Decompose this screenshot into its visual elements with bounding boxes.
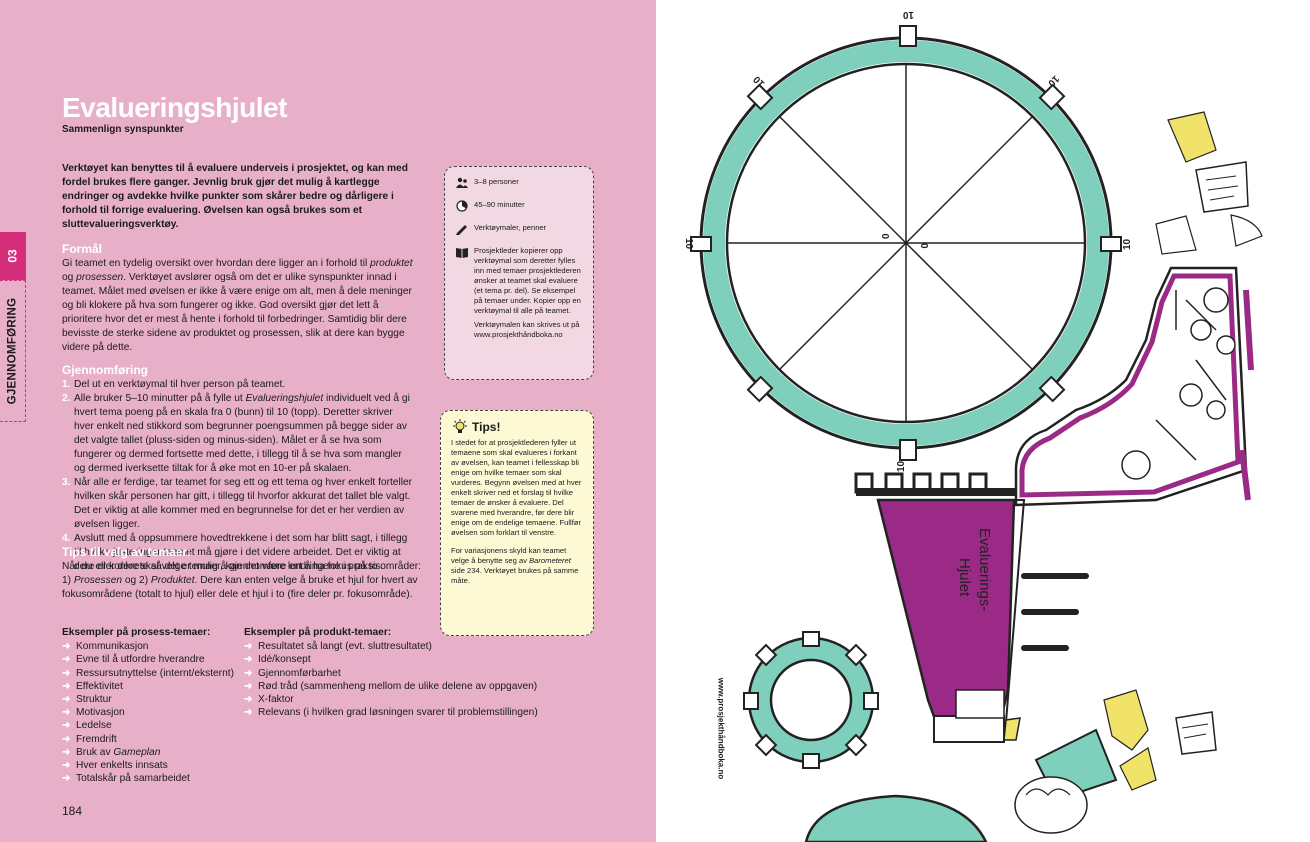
list-item: ➜Ledelse: [62, 720, 112, 732]
list-item: ➜Ressursutnyttelse (internt/eksternt): [62, 667, 234, 679]
lightbulb-icon: [453, 419, 467, 433]
list-item: ➜Hver enkelts innsats: [62, 760, 168, 772]
themes-heading: Tips til valg av temaer:: [62, 545, 192, 559]
materials-text: Verktøymaler, penner: [474, 223, 547, 232]
scale-label: 0: [918, 243, 929, 249]
clock-icon: [456, 200, 468, 212]
procedure-heading: Gjennomføring: [62, 363, 148, 377]
tips-heading-row: Tips!: [451, 419, 583, 435]
scale-label: 10: [902, 9, 914, 20]
step-item: 1.Del ut en verktøymal til hver person p…: [62, 379, 286, 390]
step-item: 2.Alle bruker 5–10 minutter på å fylle u…: [62, 393, 410, 474]
process-examples: Eksempler på prosess-temaer: ➜Kommunikas…: [62, 626, 242, 785]
purpose-heading: Formål: [62, 242, 103, 256]
prep-row: Prosjektleder kopierer opp verktøymal so…: [455, 246, 583, 316]
scale-label: 0: [881, 233, 892, 239]
process-examples-heading: Eksempler på prosess-temaer:: [62, 627, 211, 638]
main-column: Verktøyet kan benyttes til å evaluere un…: [62, 162, 414, 574]
list-item: ➜Totalskår på samarbeidet: [62, 773, 190, 785]
list-item: ➜Kommunikasjon: [62, 641, 149, 653]
list-item: ➜Fremdrift: [62, 733, 117, 745]
download-note: Verktøymalen kan skrives ut på www.prosj…: [474, 320, 580, 339]
left-page: 03 GJENNOMFØRING Evalueringshjulet Samme…: [0, 0, 656, 842]
list-item: ➜Evne til å utfordre hverandre: [62, 654, 205, 666]
tips-paragraph-2: For variasjonens skyld kan teamet velge …: [451, 546, 579, 585]
section-tab: GJENNOMFØRING: [0, 280, 26, 422]
page-number: 184: [62, 804, 83, 818]
list-item: ➜Resultatet så langt (evt. sluttresultat…: [244, 641, 432, 653]
tips-paragraph: I stedet for at prosjektlederen fyller u…: [451, 438, 582, 537]
scale-label: 10: [896, 460, 907, 472]
process-examples-list: ➜Kommunikasjon ➜Evne til å utfordre hver…: [62, 640, 242, 785]
pencil-icon: [456, 225, 467, 235]
chapter-number: 03: [5, 249, 20, 263]
list-item: ➜X-faktor: [244, 694, 294, 706]
people-row: 3–8 personer: [455, 177, 583, 189]
step-item: 3.Når alle er ferdige, tar teamet for se…: [62, 477, 413, 530]
sign-text-line1: Evaluerings-: [976, 528, 993, 611]
product-examples-heading: Eksempler på produkt-temaer:: [244, 627, 392, 638]
tips-heading: Tips!: [472, 420, 501, 434]
intro-paragraph: Verktøyet kan benyttes til å evaluere un…: [62, 163, 408, 230]
themes-paragraph: Når du eller dere skal velge temaer, kan…: [62, 561, 422, 600]
product-examples-list: ➜Resultatet så langt (evt. sluttresultat…: [244, 640, 554, 719]
purpose-paragraph: Gi teamet en tydelig oversikt over hvord…: [62, 258, 413, 353]
prep-text: Prosjektleder kopierer opp verktøymal so…: [474, 246, 581, 315]
list-item: ➜Effektivitet: [62, 680, 123, 692]
section-name: GJENNOMFØRING: [6, 297, 19, 405]
info-box: 3–8 personer 45–90 minutter Verktøymaler…: [444, 166, 594, 380]
people-icon: [456, 177, 468, 188]
list-item: ➜Bruk av Gameplan: [62, 746, 161, 758]
scale-label: 10: [1122, 238, 1133, 250]
right-page: www.prosjekthåndboka.no: [656, 0, 1310, 842]
time-text: 45–90 minutter: [474, 200, 525, 209]
materials-row: Verktøymaler, penner: [455, 223, 583, 235]
product-examples: Eksempler på produkt-temaer: ➜Resultatet…: [244, 626, 554, 719]
scale-label: 10: [683, 238, 694, 250]
scale-label: 10: [751, 73, 767, 89]
people-text: 3–8 personer: [474, 177, 519, 186]
procedure-steps: 1.Del ut en verktøymal til hver person p…: [62, 378, 414, 574]
list-item: ➜Gjennomførbarhet: [244, 667, 341, 679]
list-item: ➜Rød tråd (sammenheng mellom de ulike de…: [244, 680, 538, 692]
list-item: ➜Idé/konsept: [244, 654, 311, 666]
sign-text-line2: Hjulet: [956, 558, 973, 597]
wheel-illustration: 10 10 10 10 10 10 0 0: [683, 9, 1263, 842]
page-subtitle: Sammenlign synspunkter: [62, 124, 184, 135]
tips-box: Tips! I stedet for at prosjektlederen fy…: [440, 410, 594, 636]
page-title: Evalueringshjulet: [62, 92, 287, 123]
list-item: ➜Motivasjon: [62, 707, 125, 719]
list-item: ➜Struktur: [62, 694, 112, 706]
chapter-tab: 03: [0, 232, 26, 280]
step-item: 4.Avslutt med å oppsummere hovedtrekkene…: [62, 533, 408, 572]
scale-label: 10: [1045, 73, 1061, 89]
list-item: ➜Relevans (i hvilken grad løsningen svar…: [244, 707, 538, 719]
book-icon: [456, 248, 468, 258]
time-row: 45–90 minutter: [455, 200, 583, 212]
